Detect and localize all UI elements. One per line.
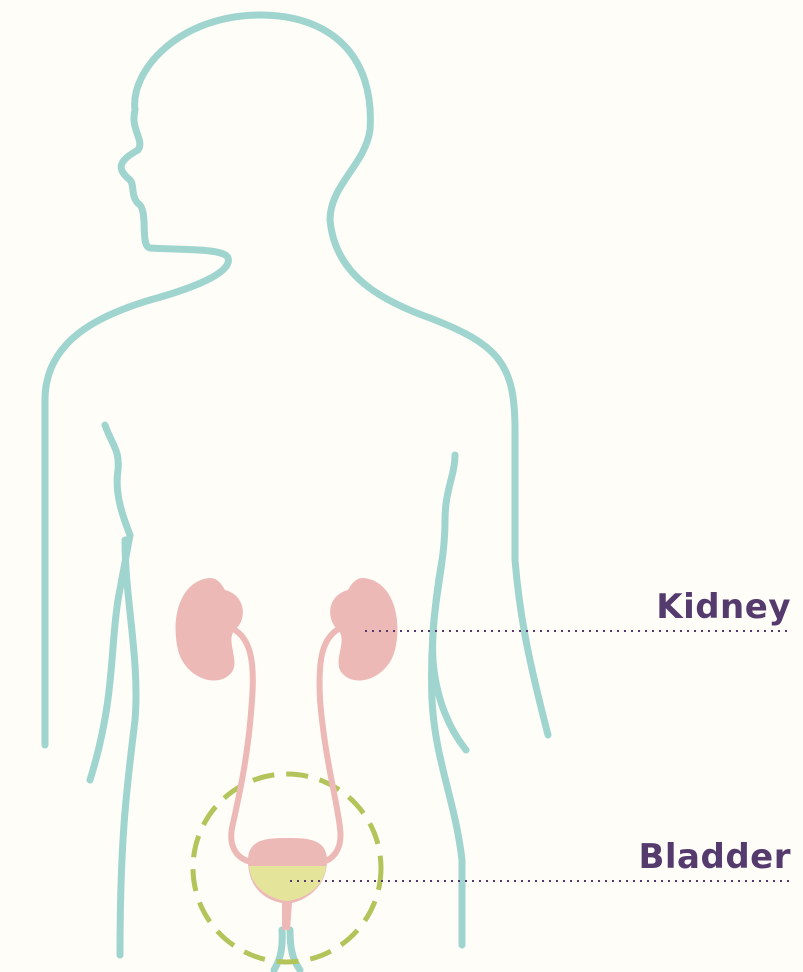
right-ureter (320, 630, 341, 862)
left-torso-line (120, 540, 136, 955)
right-torso-line (432, 560, 462, 945)
bladder-urine (249, 866, 326, 901)
body-outline (45, 15, 548, 745)
left-ureter (231, 630, 253, 862)
bladder-label: Bladder (638, 840, 791, 874)
left-kidney (176, 578, 243, 681)
kidney-label: Kidney (656, 590, 791, 624)
left-arm-inner-line (90, 425, 130, 780)
right-kidney (330, 578, 397, 681)
